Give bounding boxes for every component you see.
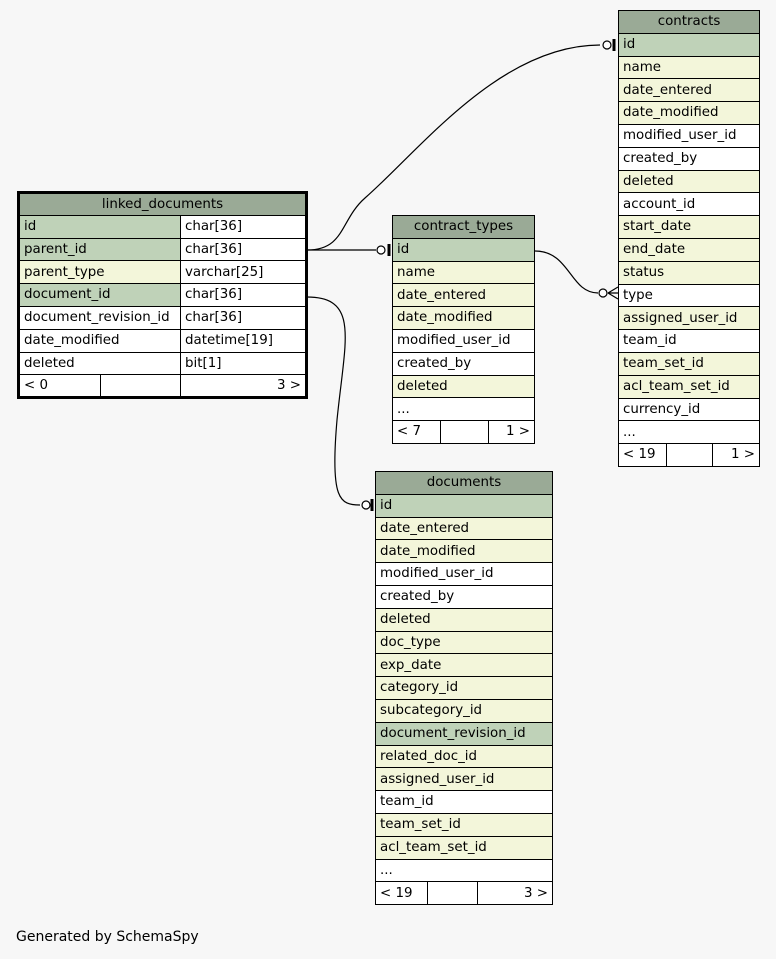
- parents-count: < 7: [392, 420, 441, 444]
- column-name: type: [618, 283, 760, 308]
- table-title[interactable]: documents: [375, 471, 553, 495]
- column-name: acl_team_set_id: [375, 835, 553, 860]
- table-contracts[interactable]: contracts id name date_entered date_modi…: [618, 10, 760, 467]
- column-name: assigned_user_id: [375, 767, 553, 792]
- column-name: date_modified: [618, 101, 760, 125]
- column-name: team_set_id: [618, 351, 760, 376]
- column-name: subcategory_id: [375, 698, 553, 723]
- column-name: document_revision_id: [375, 721, 553, 746]
- column-name: id: [18, 214, 181, 239]
- children-count: 1 >: [488, 420, 535, 444]
- parents-count: < 19: [375, 881, 428, 906]
- table-title[interactable]: linked_documents: [18, 192, 307, 216]
- footer-generated-by: Generated by SchemaSpy: [16, 929, 199, 945]
- column-name: ...: [392, 397, 535, 422]
- column-name: team_set_id: [375, 812, 553, 837]
- column-type: datetime[19]: [180, 328, 307, 353]
- column-name: id: [618, 32, 760, 57]
- link-end-zero-marker: [602, 40, 612, 50]
- column-name: date_modified: [375, 539, 553, 564]
- column-type: char[36]: [180, 214, 307, 239]
- column-name: created_by: [618, 146, 760, 171]
- column-name: exp_date: [375, 653, 553, 678]
- spacer-cell: [666, 443, 713, 467]
- column-name: date_entered: [375, 516, 553, 541]
- column-name: deleted: [392, 374, 535, 399]
- link-contract-types-to-contracts-type: [534, 250, 599, 294]
- column-name: doc_type: [375, 630, 553, 655]
- column-name: date_modified: [18, 328, 181, 353]
- children-count: 3 >: [477, 881, 553, 906]
- column-type: bit[1]: [180, 351, 307, 376]
- table-contract-types[interactable]: contract_types id name date_entered date…: [392, 215, 535, 444]
- column-name: acl_team_set_id: [618, 374, 760, 399]
- column-type: char[36]: [180, 305, 307, 330]
- column-name: team_id: [375, 790, 553, 814]
- column-name: ...: [375, 858, 553, 883]
- column-name: id: [375, 493, 553, 518]
- column-name: created_by: [375, 584, 553, 609]
- column-name: related_doc_id: [375, 744, 553, 769]
- column-name: team_id: [618, 329, 760, 353]
- column-name: document_revision_id: [18, 305, 181, 330]
- column-name: deleted: [18, 351, 181, 376]
- column-name: currency_id: [618, 397, 760, 422]
- column-name: assigned_user_id: [618, 306, 760, 331]
- column-name: name: [392, 260, 535, 285]
- spacer-cell: [427, 881, 478, 906]
- column-name: parent_id: [18, 237, 181, 262]
- parents-count: < 19: [618, 443, 667, 467]
- table-documents[interactable]: documents id date_entered date_modified …: [375, 471, 553, 906]
- column-name: modified_user_id: [392, 328, 535, 353]
- column-name: start_date: [618, 215, 760, 239]
- table-title[interactable]: contracts: [618, 10, 760, 34]
- spacer-cell: [440, 420, 489, 444]
- column-name: modified_user_id: [618, 123, 760, 148]
- spacer-cell: [100, 374, 181, 399]
- column-type: char[36]: [180, 283, 307, 307]
- column-name: ...: [618, 420, 760, 445]
- column-name: deleted: [375, 607, 553, 632]
- column-name: id: [392, 237, 535, 262]
- children-count: 1 >: [712, 443, 760, 467]
- column-name: document_id: [18, 283, 181, 307]
- column-type: char[36]: [180, 237, 307, 262]
- column-name: created_by: [392, 351, 535, 376]
- column-name: modified_user_id: [375, 562, 553, 586]
- column-name: category_id: [375, 676, 553, 700]
- children-count: 3 >: [180, 374, 307, 399]
- column-type: varchar[25]: [180, 260, 307, 285]
- parents-count: < 0: [18, 374, 101, 399]
- table-title[interactable]: contract_types: [392, 215, 535, 239]
- link-document-to-documents: [306, 296, 361, 506]
- column-name: date_entered: [392, 283, 535, 308]
- column-name: date_entered: [618, 78, 760, 103]
- column-name: date_modified: [392, 306, 535, 330]
- column-name: account_id: [618, 192, 760, 217]
- column-name: end_date: [618, 237, 760, 262]
- column-name: status: [618, 260, 760, 285]
- column-name: parent_type: [18, 260, 181, 285]
- column-name: deleted: [618, 169, 760, 194]
- link-parent-to-contracts: [306, 44, 601, 251]
- column-name: name: [618, 55, 760, 80]
